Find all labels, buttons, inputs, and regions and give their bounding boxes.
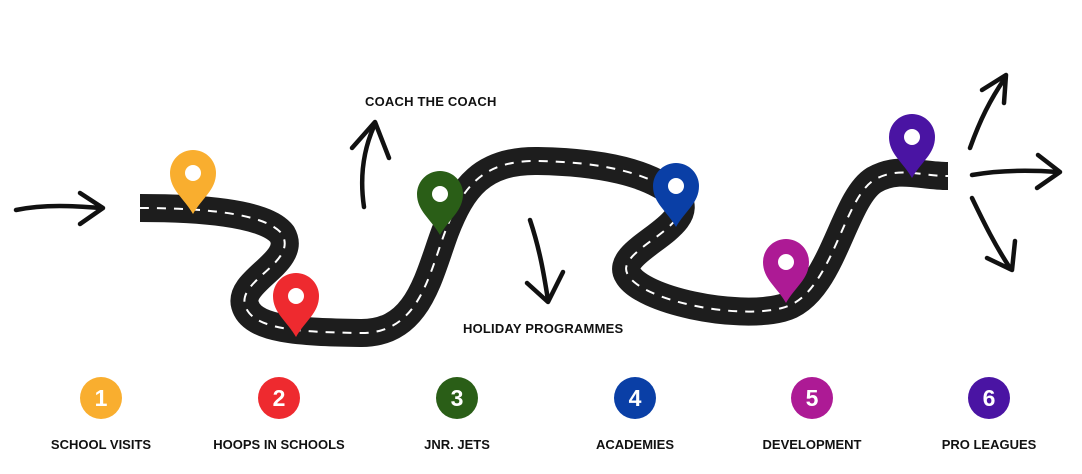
exit-arrow-right: [969, 152, 1063, 191]
exit-arrow-down: [969, 195, 1018, 273]
step-5-label: DEVELOPMENT: [762, 437, 862, 452]
step-1-label: SCHOOL VISITS: [50, 437, 152, 452]
step-3-badge: 3: [436, 377, 478, 419]
pin-2: [273, 273, 319, 337]
step-4-badge: 4: [614, 377, 656, 419]
coach-the-coach-label: COACH THE COACH: [365, 94, 497, 109]
step-2-label: HOOPS IN SCHOOLS: [213, 437, 345, 452]
pin-4: [653, 163, 699, 227]
winding-road: [139, 146, 949, 348]
step-3-label: JNR. JETS: [424, 437, 490, 452]
coach-arrow: [349, 119, 392, 210]
pin-6: [889, 114, 935, 178]
entry-arrow: [13, 190, 106, 227]
pin-1: [170, 150, 216, 214]
step-6-label: PRO LEAGUES: [941, 437, 1037, 452]
holiday-programmes-label: HOLIDAY PROGRAMMES: [463, 321, 624, 336]
step-5-badge: 5: [791, 377, 833, 419]
pin-5: [763, 239, 809, 303]
holiday-arrow: [524, 217, 566, 305]
step-4-label: ACADEMIES: [595, 437, 674, 452]
pin-3: [417, 171, 463, 235]
step-6-badge: 6: [968, 377, 1010, 419]
step-2-badge: 2: [258, 377, 300, 419]
step-1-badge: 1: [80, 377, 122, 419]
exit-arrow-up: [967, 72, 1009, 151]
